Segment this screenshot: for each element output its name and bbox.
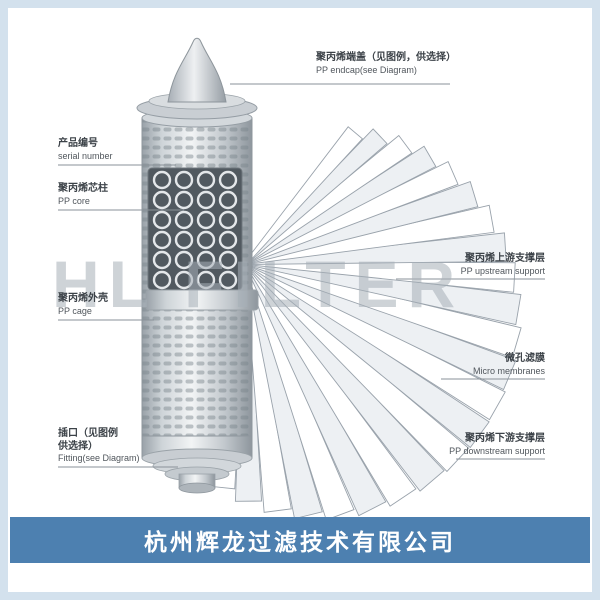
label-pp-core-zh: 聚丙烯芯柱 xyxy=(58,183,108,194)
label-upstream-support: 聚丙烯上游支撑层 PP upstream support xyxy=(461,253,545,277)
endcap-top xyxy=(136,37,258,128)
collar-band xyxy=(145,289,259,311)
label-fitting: 插口（见图例 供选择） Fitting(see Diagram) xyxy=(58,428,140,464)
label-pp-cage-zh: 聚丙烯外壳 xyxy=(58,293,108,304)
label-fitting-zh1: 插口（见图例 xyxy=(58,428,118,439)
label-pp-core: 聚丙烯芯柱 PP core xyxy=(58,183,108,207)
label-micro-membranes: 微孔滤膜 Micro membranes xyxy=(473,353,545,377)
footer-company-bar: 杭州辉龙过滤技术有限公司 xyxy=(10,517,590,563)
endcap-spike xyxy=(167,37,227,103)
label-serial-number-en: serial number xyxy=(58,150,113,161)
core-cutaway xyxy=(147,167,243,291)
label-downstream-support-zh: 聚丙烯下游支撑层 xyxy=(465,433,545,444)
label-serial-number: 产品编号 serial number xyxy=(58,138,113,162)
footer-company-name: 杭州辉龙过滤技术有限公司 xyxy=(144,529,456,555)
label-downstream-support: 聚丙烯下游支撑层 PP downstream support xyxy=(449,433,545,457)
label-pp-cage-en: PP cage xyxy=(58,305,92,316)
label-micro-membranes-en: Micro membranes xyxy=(472,365,545,376)
label-fitting-en: Fitting(see Diagram) xyxy=(58,453,140,463)
core-rings xyxy=(152,170,238,290)
label-pp-endcap-en: PP endcap(see Diagram) xyxy=(316,64,417,75)
label-upstream-support-zh: 聚丙烯上游支撑层 xyxy=(465,253,545,264)
cartridge-body xyxy=(136,37,259,494)
label-upstream-support-en: PP upstream support xyxy=(460,265,545,276)
bottom-fitting xyxy=(141,448,253,494)
label-pp-endcap-zh: 聚丙烯端盖（见图例，供选择） xyxy=(316,52,456,63)
pleated-membrane-fan xyxy=(209,126,522,521)
filter-cartridge-diagram xyxy=(58,37,545,521)
label-pp-endcap: 聚丙烯端盖（见图例，供选择） PP endcap(see Diagram) xyxy=(316,52,456,76)
label-micro-membranes-zh: 微孔滤膜 xyxy=(505,353,545,364)
label-fitting-zh2: 供选择） xyxy=(58,440,98,452)
label-serial-number-zh: 产品编号 xyxy=(58,138,98,149)
leader-lines xyxy=(58,83,545,468)
label-pp-cage: 聚丙烯外壳 PP cage xyxy=(58,293,108,317)
label-downstream-support-en: PP downstream support xyxy=(449,445,545,456)
label-pp-core-en: PP core xyxy=(58,195,90,206)
